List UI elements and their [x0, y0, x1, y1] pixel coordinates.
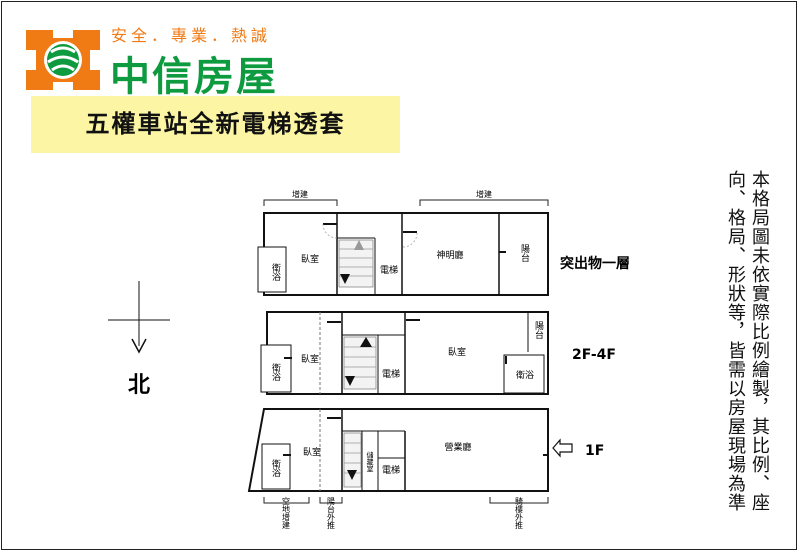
entrance-arrow-icon — [552, 438, 573, 458]
rooftop-elevator-label: 電梯 — [380, 264, 398, 276]
compass-north-label: 北 — [128, 373, 150, 398]
mid-bath-right-label: 衛浴 — [516, 369, 534, 381]
north-compass-icon — [108, 281, 170, 354]
rooftop-floor-label: 突出物一層 — [560, 255, 630, 272]
brand-name: 中信房屋 — [110, 54, 278, 100]
rooftop-bedroom-label: 臥室 — [301, 253, 319, 265]
arcade-extension-label: 騎樓外推 — [515, 496, 524, 530]
listing-title: 五權車站全新電梯透套 — [85, 110, 346, 138]
floor-2f-4f: 衛浴 臥室 電梯 臥室 衛浴 陽台 2F-4F — [260, 311, 616, 395]
disclaimer-line-2: 向、格局、形狀等，皆需以房屋現場為準 — [725, 170, 746, 512]
floor-1f: 衛浴 臥室 儲藏室 電梯 營業廳 1F 空地增建 陽台外推 騎樓外推 — [247, 408, 604, 530]
rooftop-balcony-label: 陽台 — [519, 244, 530, 263]
rooftop-extension-right-label: 增建 — [476, 189, 492, 199]
mid-stairs-icon — [343, 336, 377, 390]
open-space-extension-label: 空地增建 — [282, 496, 291, 530]
listing-title-banner: 五權車站全新電梯透套 — [31, 96, 400, 153]
ground-elevator-label: 電梯 — [382, 464, 400, 476]
mid-bedroom-right-label: 臥室 — [448, 346, 466, 358]
rooftop-stairs-icon — [338, 239, 374, 288]
balcony-extension-label: 陽台外推 — [327, 497, 336, 530]
rooftop-bath-label: 衛浴 — [270, 262, 281, 282]
mid-balcony-label: 陽台 — [533, 321, 544, 340]
mid-bedroom-left-label: 臥室 — [301, 353, 319, 365]
brand-tagline: 安全．專業．熱誠 — [111, 26, 272, 45]
ground-stairs-icon — [343, 432, 362, 488]
disclaimer-line-1: 本格局圖未依實際比例繪製，其比例、座 — [749, 170, 770, 512]
mid-floor-label: 2F-4F — [572, 347, 616, 363]
ground-floor-label: 1F — [585, 443, 604, 459]
mid-bath-left-label: 衛浴 — [270, 362, 281, 382]
logo-emblem-icon — [26, 30, 100, 90]
rooftop-extension-left-label: 增建 — [292, 189, 308, 199]
ground-bedroom-label: 臥室 — [303, 446, 321, 458]
ground-storage-label: 儲藏室 — [366, 451, 374, 473]
rooftop-altar-room-label: 神明廳 — [436, 249, 463, 261]
ground-bath-label: 衛浴 — [270, 458, 281, 478]
ground-business-hall-label: 營業廳 — [444, 441, 471, 453]
floor-rooftop: 增建 增建 衛浴 臥室 電梯 神明廳 陽台 突出物一層 — [257, 189, 630, 296]
company-logo: 安全．專業．熱誠 中信房屋 — [26, 22, 326, 100]
mid-elevator-label: 電梯 — [382, 368, 400, 380]
